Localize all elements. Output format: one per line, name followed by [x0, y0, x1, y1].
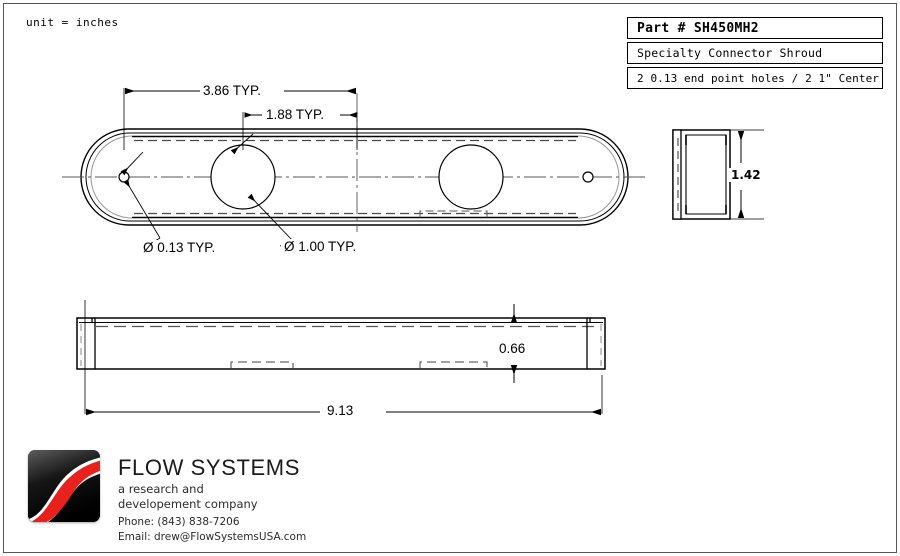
dim-label-front-thickness: 0.66 [496, 341, 529, 356]
dim-label-side-height: 1.42 [728, 168, 764, 182]
company-tagline-line-1: a research and [118, 482, 204, 497]
hole-1-00-right [438, 144, 504, 210]
title-block-note: 2 0.13 end point holes / 2 1" Center [627, 67, 883, 89]
title-block-description: Specialty Connector Shroud [627, 42, 883, 64]
top-plan-view [62, 87, 648, 249]
dim-label-inner-span: 1.88 TYP. [263, 107, 328, 122]
unit-note: unit = inches [26, 16, 119, 29]
title-block: Part # SH450MH2 Specialty Connector Shro… [627, 17, 883, 89]
dim-label-overall-length: 9.13 [324, 403, 357, 418]
company-phone: Phone: (843) 838-7206 [118, 516, 240, 529]
right-side-view [672, 129, 764, 220]
hole-0-13-left [118, 171, 130, 183]
company-tagline-line-2: developement company [118, 497, 258, 512]
dim-label-overall-span: 3.86 TYP. [200, 83, 265, 98]
dim-label-large-hole: Ø 1.00 TYP. [281, 239, 360, 254]
hole-1-00-left [210, 144, 276, 210]
title-block-part-number: Part # SH450MH2 [627, 17, 883, 39]
hole-0-13-right [582, 171, 594, 183]
front-elevation-view [76, 300, 606, 416]
company-name: FLOW SYSTEMS [118, 455, 300, 480]
dim-label-small-hole: Ø 0.13 TYP. [140, 240, 219, 255]
company-footer: FLOW SYSTEMS a research and developement… [28, 450, 306, 544]
company-email: Email: drew@FlowSystemsUSA.com [118, 530, 307, 543]
flow-systems-logo-icon [28, 450, 100, 522]
